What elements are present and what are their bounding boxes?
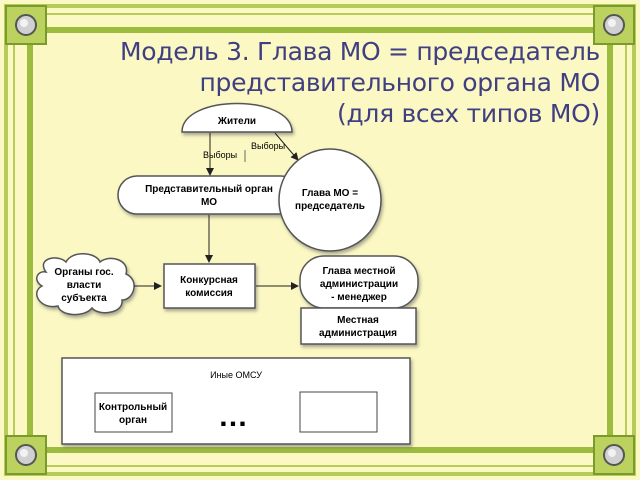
control-body-box bbox=[94, 392, 173, 433]
head-of-mo-line-2: председатель bbox=[295, 201, 365, 212]
ellipsis-mark: … bbox=[218, 400, 254, 433]
residents-label: Жители bbox=[217, 116, 256, 127]
state-authorities-cloud bbox=[36, 253, 135, 316]
empty-body-box bbox=[299, 391, 378, 433]
administration-head-line-1: Глава местной bbox=[322, 266, 395, 277]
state-authorities-line-3: субъекта bbox=[61, 292, 107, 304]
state-authorities-line-1: Органы гос. bbox=[54, 267, 114, 278]
election-left-label: Выборы bbox=[203, 150, 237, 160]
local-administration-line-2: администрация bbox=[319, 328, 397, 339]
representative-body-box bbox=[117, 175, 301, 215]
title-line-1: Модель 3. Глава МО = председатель bbox=[120, 37, 600, 66]
title-line-3: (для всех типов МО) bbox=[336, 99, 600, 128]
election-arrow-right bbox=[274, 132, 299, 161]
residents-shape bbox=[181, 102, 293, 133]
control-body-line-1: Контрольный bbox=[99, 402, 167, 413]
representative-body-line-1: Представительный орган bbox=[145, 184, 273, 195]
corner-ornament-bottom-right-icon bbox=[593, 435, 635, 475]
representative-body-line-2: МО bbox=[201, 197, 217, 208]
state-authorities-line-2: власти bbox=[67, 280, 102, 291]
administration-head-line-2: администрации bbox=[320, 279, 398, 290]
title-line-2: представительного органа МО bbox=[199, 68, 600, 97]
corner-ornament-top-right-icon bbox=[593, 5, 635, 45]
corner-ornament-top-left-icon bbox=[5, 5, 47, 45]
corner-ornament-bottom-left-icon bbox=[5, 435, 47, 475]
administration-head-line-3: - менеджер bbox=[331, 292, 387, 303]
head-of-mo-circle bbox=[278, 148, 382, 252]
slide-title: Модель 3. Глава МО = председатель предст… bbox=[80, 36, 600, 129]
competition-commission-line-1: Конкурсная bbox=[180, 275, 238, 286]
other-bodies-label: Иные ОМСУ bbox=[210, 370, 262, 380]
local-administration-box bbox=[300, 307, 417, 345]
competition-commission-box bbox=[163, 263, 256, 309]
head-of-mo-line-1: Глава МО = bbox=[302, 188, 358, 199]
election-right-label: Выборы bbox=[251, 141, 285, 151]
local-administration-line-1: Местная bbox=[337, 315, 379, 326]
control-body-line-2: орган bbox=[119, 415, 147, 426]
competition-commission-line-2: комиссия bbox=[185, 288, 233, 299]
